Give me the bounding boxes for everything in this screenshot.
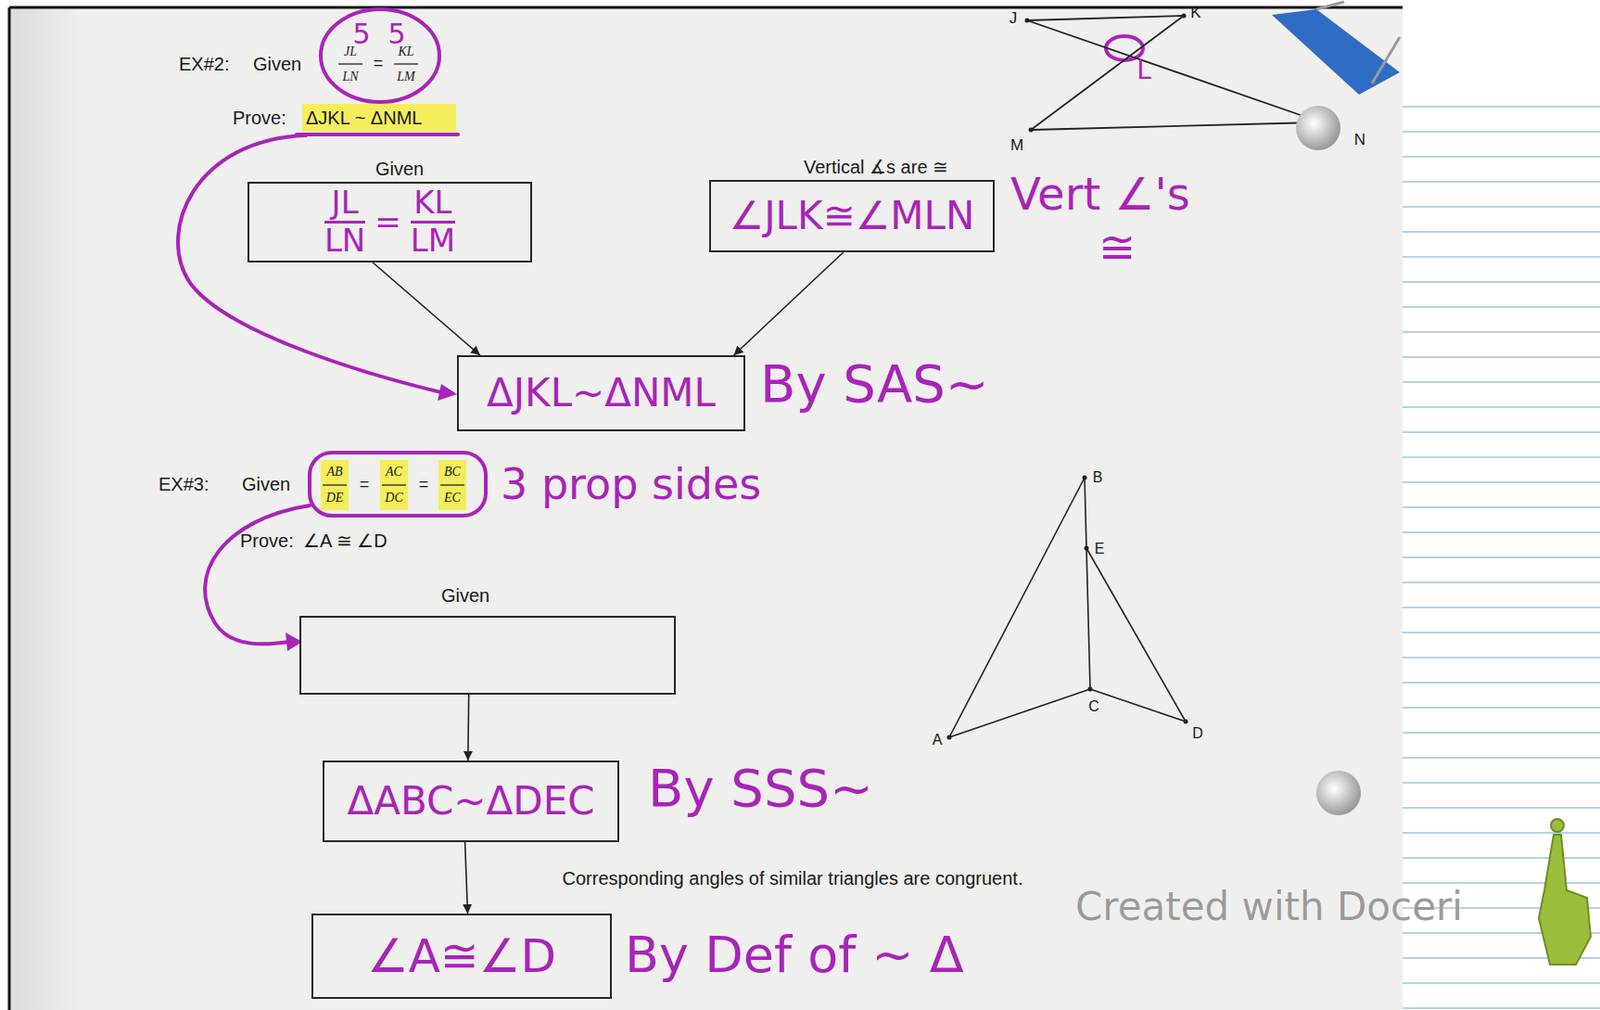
point-label: C [1088,698,1100,715]
handwritten-reason: By SAS~ [760,355,990,413]
fraction-part: AC [385,464,403,479]
highlight [320,459,349,510]
statement: ΔABC~ΔDEC [347,780,596,822]
point-label: E [1094,540,1105,558]
point-label: N [1354,131,1366,150]
flow-arrow [372,262,481,356]
point-label: L [1136,56,1152,86]
handwritten-marks [177,9,1143,644]
fraction: KL LM [410,186,456,257]
given-label: Given [241,473,291,495]
point-label: D [1192,724,1204,742]
watermark: Created with Doceri [1075,885,1463,928]
triangle-figure [949,477,1186,737]
point-label: J [1009,10,1018,28]
statement: ∠A≅∠D [367,931,557,981]
handwritten-note: Vert ∠'s [1010,169,1191,219]
equals-sign: = [373,54,384,74]
point-label: K [1190,4,1201,23]
statement: ∠JLK≅∠MLN [729,195,976,237]
fraction-part: DC [384,490,403,505]
handwritten-reason: By Def of ~ Δ [624,926,965,982]
fraction-part: JL [343,44,357,59]
bowtie-figure [1027,15,1317,130]
given-label: Given [253,53,302,75]
fraction-bar [410,220,456,224]
reason-heading: Vertical ∡s are ≅ [803,155,949,178]
fraction: JL LN [324,186,366,257]
proof-box: ΔABC~ΔDEC [322,760,620,842]
handwritten-reason: By SSS~ [647,759,874,817]
punch-hole [1316,770,1361,815]
proof-box: GivenJLLN=KLLM [247,181,533,263]
proof-box: Given [299,615,676,695]
equals-sign: = [359,475,370,495]
statement: ΔJKL~ΔNML [486,372,716,414]
highlight [302,103,457,132]
proof-box: ΔJKL~ΔNML [457,355,746,432]
numerator: KL [413,186,452,220]
denominator: LM [410,224,456,258]
statement: JL LN= KL LM [324,186,456,257]
doceri-icon [1538,818,1591,965]
point-label: B [1092,469,1104,486]
prove-statement: ∠A ≅ ∠D [303,530,388,551]
fraction-part: LM [396,69,415,84]
prove-label: Prove: [240,530,294,551]
flow-arrow [465,841,469,914]
denominator: LN [324,224,366,258]
equals-sign: = [419,475,430,495]
reason-heading: Corresponding angles of similar triangle… [562,867,1024,889]
fraction-part: DE [326,490,344,505]
fraction-part: KL [397,44,414,59]
paper-sheet [9,7,1403,1010]
proof-box: Corresponding angles of similar triangle… [311,913,612,999]
binder-clip [1271,9,1400,95]
numerator: JL [331,186,359,220]
reason-heading: Given [441,584,490,607]
exercise-number: EX#3: [158,473,209,495]
handwritten-note: 5 [387,18,406,50]
fraction-part: LN [342,69,358,84]
exercise-number: EX#2: [178,53,229,75]
fraction-part: BC [444,464,461,479]
handwritten-arrowhead [437,383,458,401]
fraction-part: EC [444,490,461,505]
paper-shadow [9,7,84,1010]
prove-statement: ΔJKL ~ ΔNML [305,107,422,128]
highlight [380,459,408,510]
reason-heading: Given [375,158,424,180]
point-label: M [1010,137,1024,155]
point-label: A [932,731,943,749]
handwritten-note: ≅ [1098,222,1136,272]
fraction-part: AB [326,464,343,479]
handwritten-note: 5 [352,18,370,50]
prove-label: Prove: [232,107,287,128]
highlight [438,459,467,510]
notebook-lines [1402,106,1600,1008]
handwritten-note: 3 prop sides [500,460,762,508]
punch-hole [1295,105,1341,151]
photo-edge [8,7,12,1010]
equals-sign: = [374,205,402,240]
binder-clip-wire [1316,1,1400,84]
fraction-bar [324,220,366,224]
flow-arrow [467,694,470,761]
proof-box: Vertical ∡s are ≅∠JLK≅∠MLN [709,179,995,253]
flow-arrow [734,252,844,356]
